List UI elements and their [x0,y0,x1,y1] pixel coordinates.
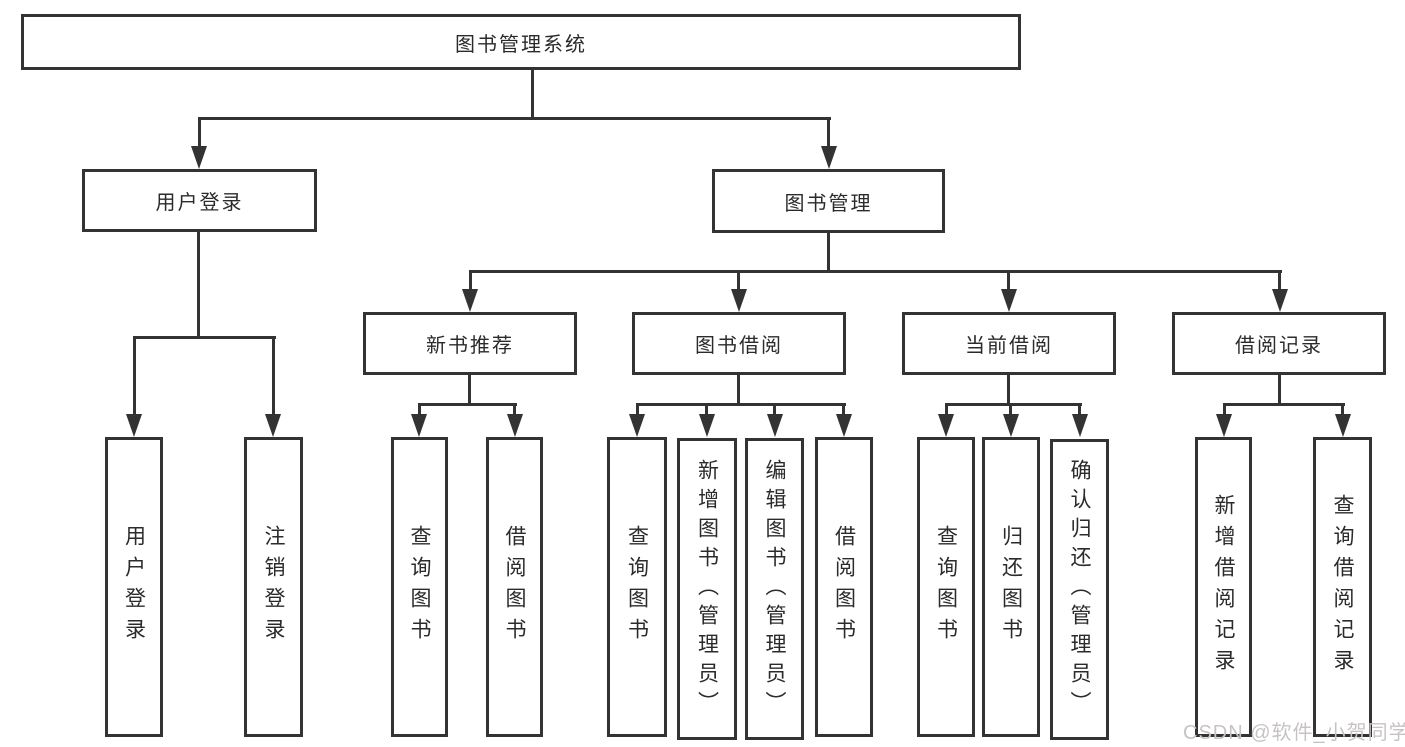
connector-mgmt-stem [827,233,830,273]
arrow-down-icon [191,146,207,169]
connector-login-drop-2 [272,338,275,418]
arrow-down-icon [1216,414,1232,437]
connector-current-drop-1 [945,405,948,417]
leaf-query-books-current: 查询图书 [917,437,975,737]
node-library-management-system: 图书管理系统 [21,14,1021,70]
connector-mgmt-drop-1 [469,272,472,294]
leaf-return-books: 归还图书 [982,437,1040,737]
connector-recommend-rail [418,403,517,406]
leaf-query-borrow-record: 查询借阅记录 [1313,437,1372,737]
arrow-down-icon [265,414,281,437]
connector-borrowing-rail [636,403,846,406]
leaf-label: 新增图书（管理员） [695,458,719,720]
connector-root-rail [198,117,831,120]
arrow-down-icon [411,414,427,437]
leaf-label: 注销登录 [262,525,285,649]
leaf-label: 编辑图书（管理员） [763,458,786,720]
leaf-user-login: 用户登录 [105,437,163,737]
connector-root-drop-left [198,119,201,153]
leaf-label: 查询图书 [625,525,649,649]
leaf-label: 归还图书 [999,525,1023,649]
node-current-borrowing: 当前借阅 [902,312,1116,375]
node-book-management: 图书管理 [712,169,945,233]
connector-recommend-drop-2 [513,405,516,417]
leaf-label: 查询图书 [408,525,431,649]
connector-mgmt-drop-2 [737,272,740,294]
connector-recommend-drop-1 [418,405,421,417]
arrow-down-icon [1072,414,1088,437]
leaf-query-books-recommend: 查询图书 [391,437,448,737]
arrow-down-icon [462,289,478,312]
node-book-borrowing: 图书借阅 [632,312,846,375]
connector-records-drop-2 [1341,405,1344,417]
leaf-confirm-return-admin: 确认归还（管理员） [1050,439,1109,740]
node-borrowing-records: 借阅记录 [1172,312,1386,375]
connector-borrowing-drop-3 [773,405,776,417]
arrow-down-icon [699,414,715,437]
leaf-label: 借阅图书 [503,525,526,649]
arrow-down-icon [1001,289,1017,312]
connector-borrowing-drop-1 [636,405,639,417]
leaf-query-books-borrowing: 查询图书 [607,437,667,737]
connector-mgmt-drop-4 [1278,272,1281,294]
leaf-borrow-books-recommend: 借阅图书 [486,437,543,737]
connector-mgmt-rail [469,270,1282,273]
connector-login-drop-1 [133,338,136,418]
connector-records-stem [1278,375,1281,406]
leaf-add-books-admin: 新增图书（管理员） [677,438,737,740]
leaf-label: 查询图书 [934,525,958,649]
arrow-down-icon [821,146,837,169]
connector-records-rail [1223,403,1345,406]
arrow-down-icon [938,414,954,437]
connector-borrowing-drop-4 [842,405,845,417]
arrow-down-icon [629,414,645,437]
leaf-label: 用户登录 [122,525,146,649]
connector-login-stem [197,232,200,338]
arrow-down-icon [767,414,783,437]
leaf-borrow-books-borrowing: 借阅图书 [815,437,873,737]
connector-borrowing-stem [737,375,740,406]
arrow-down-icon [1003,414,1019,437]
leaf-label: 借阅图书 [832,525,856,649]
leaf-add-borrow-record: 新增借阅记录 [1195,437,1252,737]
connector-current-drop-3 [1078,405,1081,417]
leaf-label: 新增借阅记录 [1212,494,1235,680]
arrow-down-icon [1272,289,1288,312]
connector-mgmt-drop-3 [1007,272,1010,294]
arrow-down-icon [731,289,747,312]
arrow-down-icon [507,414,523,437]
connector-current-stem [1007,375,1010,406]
csdn-watermark: CSDN @软件_小贺同学 [1183,722,1405,744]
leaf-label: 确认归还（管理员） [1068,459,1091,720]
connector-root-drop-right [827,119,830,153]
connector-login-rail [133,336,276,339]
connector-current-rail [945,403,1082,406]
connector-records-drop-1 [1223,405,1226,417]
connector-current-drop-2 [1009,405,1012,417]
connector-borrowing-drop-2 [705,405,708,417]
leaf-label: 查询借阅记录 [1331,494,1354,680]
node-user-login: 用户登录 [82,169,317,232]
leaf-logout: 注销登录 [244,437,303,737]
arrow-down-icon [126,414,142,437]
node-new-book-recommendation: 新书推荐 [363,312,577,375]
arrow-down-icon [1335,414,1351,437]
connector-root-stem [531,69,534,120]
leaf-edit-books-admin: 编辑图书（管理员） [745,438,804,740]
connector-recommend-stem [468,375,471,406]
arrow-down-icon [836,414,852,437]
